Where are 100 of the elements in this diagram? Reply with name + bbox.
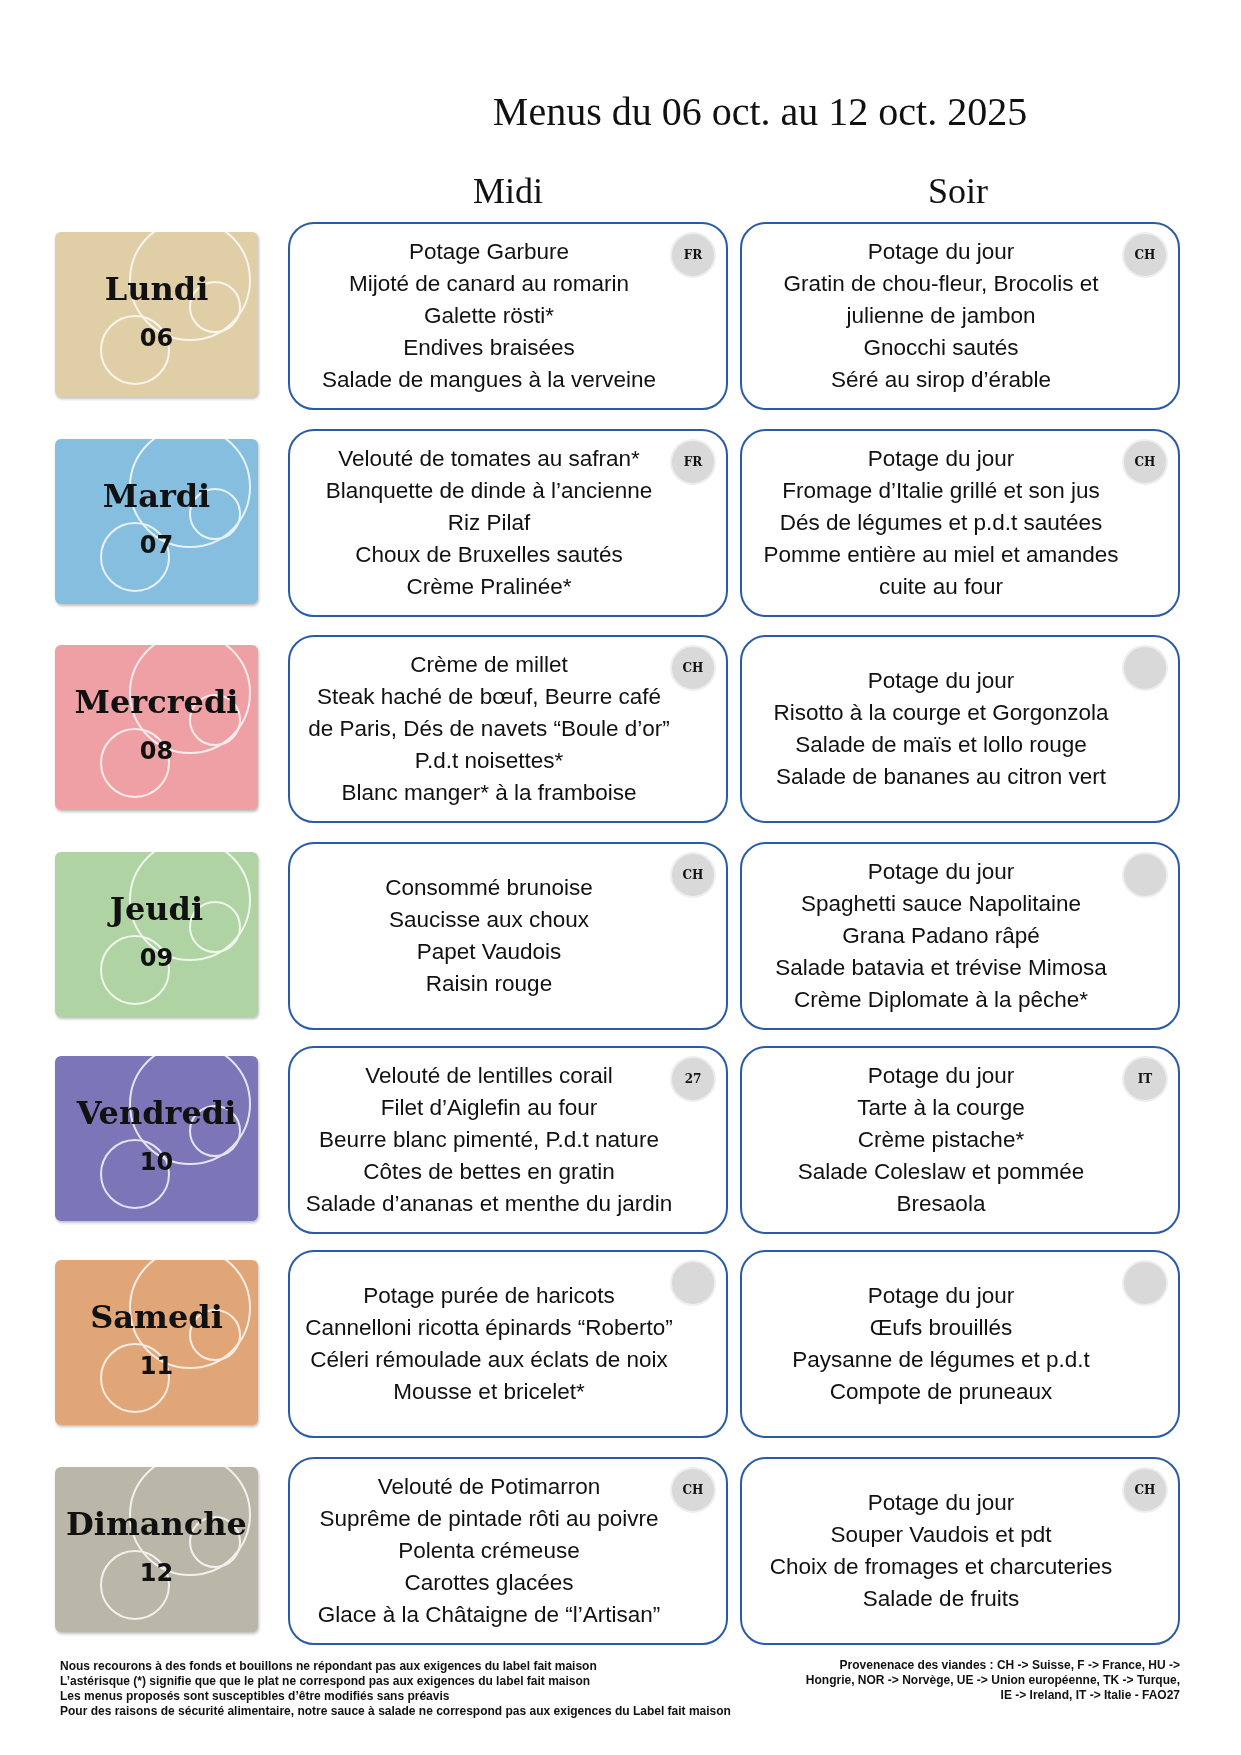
day-card bbox=[55, 1467, 258, 1632]
origin-badge: IT bbox=[1122, 1056, 1168, 1102]
column-heading: Midi bbox=[472, 170, 544, 212]
day-name: Jeudi bbox=[106, 890, 205, 928]
dish-text: Crème Diplomate à la pêche* bbox=[794, 986, 1088, 1014]
menu-card bbox=[740, 222, 1180, 410]
day-name: Lundi bbox=[103, 270, 210, 308]
dish-text: Riz Pilaf bbox=[447, 509, 531, 537]
dish-text: Souper Vaudois et pdt bbox=[830, 1521, 1052, 1549]
day-name: Mercredi bbox=[73, 683, 240, 721]
footnote: Nous recourons à des fonds et bouillons ne répondant pas aux exigences du label fait maison bbox=[60, 1659, 598, 1674]
dish-text: Potage du jour bbox=[867, 238, 1015, 266]
dish-text: Potage du jour bbox=[867, 1489, 1015, 1517]
dish-text: Salade de bananes au citron vert bbox=[775, 763, 1107, 791]
dish-text: Choux de Bruxelles sautés bbox=[355, 541, 623, 569]
dish-text: Dés de légumes et p.d.t sautées bbox=[779, 509, 1103, 537]
dish-text: Crème Pralinée* bbox=[406, 573, 572, 601]
dish-text: Salade de fruits bbox=[862, 1585, 1020, 1613]
dish-text: Blanquette de dinde à l’ancienne bbox=[325, 477, 653, 505]
day-name: Mardi bbox=[101, 477, 212, 515]
origin-note: Provenenace des viandes : CH -> Suisse, F -> France, HU -> Hongrie, NOR -> Norvège, UE -> Union européenne, TK -> Turque, IE -> Ireland, IT -> Italie - FAO27 bbox=[804, 1658, 1180, 1703]
day-number: 09 bbox=[138, 944, 175, 972]
dish-text: Saucisse aux choux bbox=[388, 906, 590, 934]
dish-text: Salade Coleslaw et pommée bbox=[797, 1158, 1085, 1186]
column-heading: Soir bbox=[927, 170, 989, 212]
dish-text: Glace à la Châtaigne de “l’Artisan” bbox=[317, 1601, 661, 1629]
origin-badge: CH bbox=[670, 852, 716, 898]
dish-text: Fromage d’Italie grillé et son jus bbox=[782, 477, 1100, 505]
day-card bbox=[55, 852, 258, 1017]
footnote: Les menus proposés sont susceptibles d’être modifiés sans préavis bbox=[60, 1689, 451, 1704]
dish-text: Endives braisées bbox=[403, 334, 575, 362]
dish-text: Gratin de chou-fleur, Brocolis et julienne de jambon bbox=[782, 270, 1100, 330]
menu-card bbox=[288, 1457, 728, 1645]
day-number: 07 bbox=[138, 531, 175, 559]
origin-badge: CH bbox=[1122, 1467, 1168, 1513]
dish-text: Potage purée de haricots bbox=[363, 1282, 615, 1310]
dish-text: Compote de pruneaux bbox=[829, 1378, 1053, 1406]
dish-text: Gnocchi sautés bbox=[863, 334, 1019, 362]
dish-text: Consommé brunoise bbox=[385, 874, 593, 902]
dish-text: Carottes glacées bbox=[404, 1569, 574, 1597]
dish-text: Potage du jour bbox=[867, 1062, 1015, 1090]
dish-text: Grana Padano râpé bbox=[842, 922, 1040, 950]
origin-badge: FR bbox=[670, 439, 716, 485]
dish-text: Papet Vaudois bbox=[416, 938, 562, 966]
dish-text: Polenta crémeuse bbox=[398, 1537, 580, 1565]
day-number: 12 bbox=[138, 1559, 175, 1587]
dish-text: Bresaola bbox=[896, 1190, 986, 1218]
dish-text: Spaghetti sauce Napolitaine bbox=[800, 890, 1082, 918]
day-name: Samedi bbox=[89, 1298, 224, 1336]
dish-text: Salade de maïs et lollo rouge bbox=[795, 731, 1087, 759]
page-title: Menus du 06 oct. au 12 oct. 2025 bbox=[491, 88, 1029, 135]
dish-text: Potage du jour bbox=[867, 667, 1015, 695]
dish-text: Paysanne de légumes et p.d.t bbox=[792, 1346, 1090, 1374]
dish-text: Velouté de Potimarron bbox=[377, 1473, 601, 1501]
dish-text: Côtes de bettes en gratin bbox=[363, 1158, 615, 1186]
dish-text: Beurre blanc pimenté, P.d.t nature bbox=[319, 1126, 659, 1154]
menu-card bbox=[288, 1046, 728, 1234]
day-card bbox=[55, 232, 258, 397]
badge-circle bbox=[1122, 645, 1168, 691]
dish-text: Choix de fromages et charcuteries bbox=[769, 1553, 1113, 1581]
dish-text: Œufs brouillés bbox=[869, 1314, 1013, 1342]
dish-text: Suprême de pintade rôti au poivre bbox=[319, 1505, 659, 1533]
dish-text: Crème de millet bbox=[410, 651, 568, 679]
day-number: 11 bbox=[138, 1352, 175, 1380]
menu-card bbox=[740, 429, 1180, 617]
day-card bbox=[55, 645, 258, 810]
dish-text: Velouté de tomates au safran* bbox=[338, 445, 640, 473]
dish-text: Risotto à la courge et Gorgonzola bbox=[773, 699, 1109, 727]
menu-card bbox=[740, 842, 1180, 1030]
day-card bbox=[55, 1260, 258, 1425]
dish-text: Mijoté de canard au romarin bbox=[348, 270, 630, 298]
day-name: Dimanche bbox=[65, 1505, 248, 1543]
origin-badge: 27 bbox=[670, 1056, 716, 1102]
day-number: 06 bbox=[138, 324, 175, 352]
menu-card bbox=[288, 222, 728, 410]
dish-text: Steak haché de bœuf, Beurre café de Paris, Dés de navets “Boule d’or” bbox=[307, 683, 671, 743]
origin-badge: CH bbox=[1122, 232, 1168, 278]
dish-text: Velouté de lentilles corail bbox=[365, 1062, 613, 1090]
dish-text: Cannelloni ricotta épinards “Roberto” bbox=[305, 1314, 673, 1342]
origin-badge: CH bbox=[1122, 439, 1168, 485]
menu-card bbox=[740, 1250, 1180, 1438]
dish-text: Pomme entière au miel et amandes cuite au four bbox=[762, 541, 1120, 601]
menu-card bbox=[740, 1046, 1180, 1234]
badge-circle bbox=[1122, 1260, 1168, 1306]
dish-text: Potage Garbure bbox=[408, 238, 570, 266]
menu-card bbox=[740, 635, 1180, 823]
origin-badge: CH bbox=[670, 1467, 716, 1513]
dish-text: Raisin rouge bbox=[425, 970, 553, 998]
menu-card bbox=[288, 429, 728, 617]
menu-card bbox=[288, 1250, 728, 1438]
dish-text: Filet d’Aiglefin au four bbox=[380, 1094, 598, 1122]
day-card bbox=[55, 439, 258, 604]
origin-badge: CH bbox=[670, 645, 716, 691]
dish-text: Mousse et bricelet* bbox=[393, 1378, 585, 1406]
dish-text: Crème pistache* bbox=[857, 1126, 1025, 1154]
dish-text: Céleri rémoulade aux éclats de noix bbox=[310, 1346, 668, 1374]
origin-badge: FR bbox=[670, 232, 716, 278]
menu-card bbox=[288, 842, 728, 1030]
dish-text: Salade d’ananas et menthe du jardin bbox=[305, 1190, 673, 1218]
dish-text: P.d.t noisettes* bbox=[414, 747, 564, 775]
